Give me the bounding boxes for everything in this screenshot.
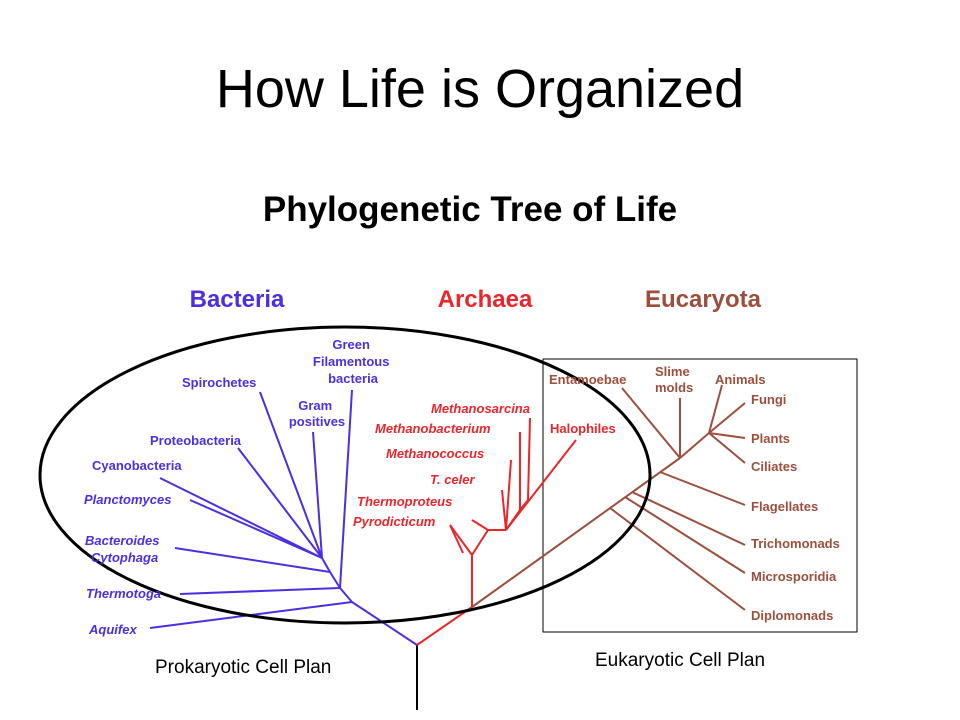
taxon-label-methanobacterium: Methanobacterium xyxy=(375,421,491,436)
prokaryote-ellipse xyxy=(38,325,652,625)
taxon-label-methanosarcina: Methanosarcina xyxy=(431,401,530,416)
taxon-label-diplomonads: Diplomonads xyxy=(751,608,833,623)
taxon-label-green-filamentous: Green Filamentous bacteria xyxy=(313,337,393,386)
domain-label-bacteria: Bacteria xyxy=(190,286,285,313)
taxon-label-cyanobacteria: Cyanobacteria xyxy=(92,458,182,473)
domain-label-eucaryota: Eucaryota xyxy=(645,286,762,313)
domain-label-archaea: Archaea xyxy=(438,286,533,313)
archaea-branches xyxy=(416,417,577,646)
slide-subtitle: Phylogenetic Tree of Life xyxy=(262,190,678,229)
taxon-label-methanococcus: Methanococcus xyxy=(386,446,484,461)
eukaryote-box xyxy=(542,358,858,633)
taxon-label-fungi: Fungi xyxy=(751,392,786,407)
taxon-label-thermotoga: Thermotoga xyxy=(86,586,161,601)
eucaryota-branches xyxy=(471,384,746,611)
taxon-label-flagellates: Flagellates xyxy=(751,499,818,514)
taxon-label-t-celer: T. celer xyxy=(430,472,476,487)
taxon-label-proteobacteria: Proteobacteria xyxy=(150,433,242,448)
taxon-label-entamoebae: Entamoebae xyxy=(549,372,626,387)
taxon-label-aquifex: Aquifex xyxy=(88,622,137,637)
caption-prokaryotic: Prokaryotic Cell Plan xyxy=(155,657,332,678)
taxon-label-thermoproteus: Thermoproteus xyxy=(357,494,452,509)
taxon-label-bacteroides: Bacteroides Cytophaga xyxy=(85,533,163,565)
slide-title: How Life is Organized xyxy=(215,59,745,119)
taxon-label-pyrodicticum: Pyrodicticum xyxy=(353,514,436,529)
taxon-label-trichomonads: Trichomonads xyxy=(751,536,840,551)
taxon-label-spirochetes: Spirochetes xyxy=(182,375,256,390)
taxon-label-plants: Plants xyxy=(751,431,790,446)
taxon-label-halophiles: Halophiles xyxy=(550,421,616,436)
taxon-label-animals: Animals xyxy=(715,372,766,387)
taxon-label-ciliates: Ciliates xyxy=(751,459,797,474)
taxon-label-slime-molds: Slime molds xyxy=(655,364,693,395)
taxon-label-gram-positives: Gram positives xyxy=(289,398,345,429)
caption-eukaryotic: Eukaryotic Cell Plan xyxy=(595,650,766,671)
taxon-label-planctomyces: Planctomyces xyxy=(84,492,171,507)
taxon-label-microsporidia: Microsporidia xyxy=(751,569,837,584)
